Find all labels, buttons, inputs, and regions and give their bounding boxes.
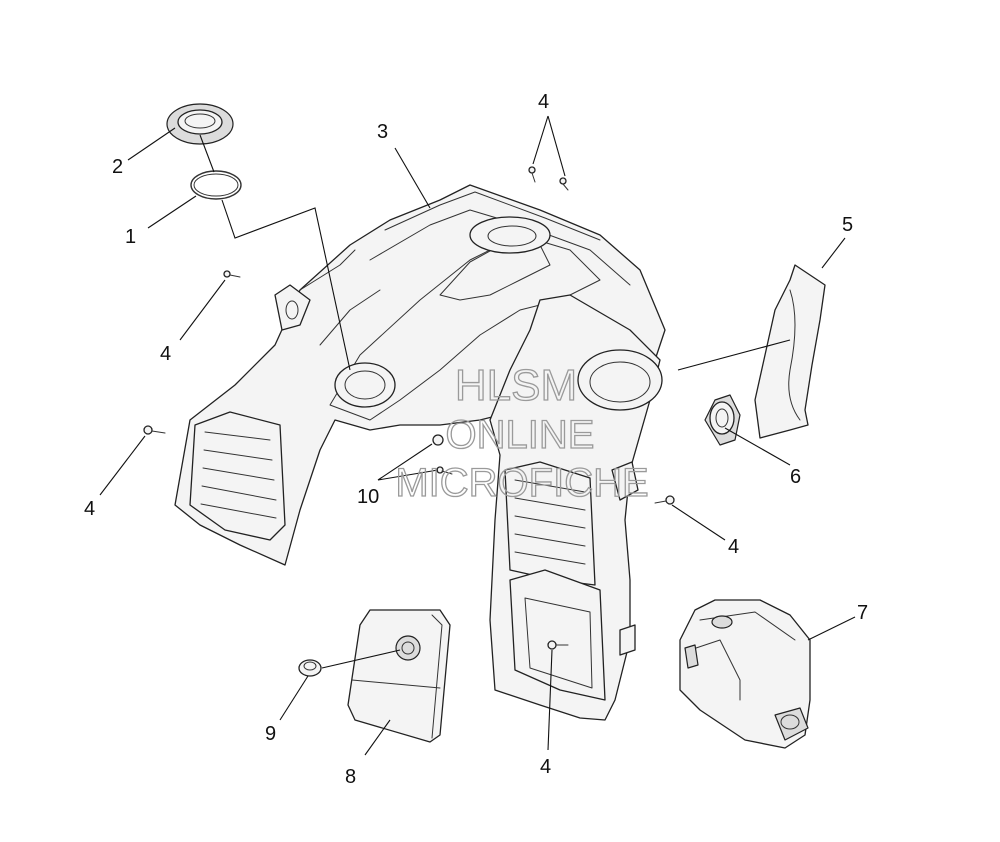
callout-9: 9 [265,723,276,745]
callout-4-bottom: 4 [540,756,551,778]
part-7-bin [679,599,811,749]
watermark-line-2: ONLINE [446,413,595,457]
part-5-trim-panel [754,264,826,439]
callout-4-left-lower: 4 [84,498,95,520]
leader-lines [99,115,856,756]
screw-top-b [559,177,569,191]
part-2-cap-ring [166,103,234,145]
callout-4-top: 4 [538,91,549,113]
callout-7: 7 [857,602,868,624]
part-1-o-ring [190,170,242,200]
callout-3: 3 [377,121,388,143]
callout-6: 6 [790,466,801,488]
callout-labels: 2 1 3 4 4 4 4 4 5 6 7 8 9 10 [84,91,868,788]
callout-4-left-upper: 4 [160,343,171,365]
part-9-plug [298,659,322,677]
screw-bottom [547,640,569,650]
callout-10: 10 [357,486,379,508]
watermark-line-3: MICROFICHE [395,461,648,505]
part-6-bezel [704,394,741,446]
screw-left-upper [223,270,241,278]
part-3-front-cab [174,184,666,566]
part-8-cover-panel [347,609,451,743]
part-3-right-leg [489,294,663,721]
watermark-line-1: HLSM [455,361,577,410]
screw-left-lower [143,425,166,435]
callout-1: 1 [125,226,136,248]
callout-5: 5 [842,214,853,236]
screw-right [654,495,675,505]
callout-8: 8 [345,766,356,788]
screw-parts [143,166,675,650]
screw-top-a [528,166,536,183]
watermark: HLSM ONLINE MICROFICHE [395,360,650,505]
callout-4-right: 4 [728,536,739,558]
callout-2: 2 [112,156,123,178]
